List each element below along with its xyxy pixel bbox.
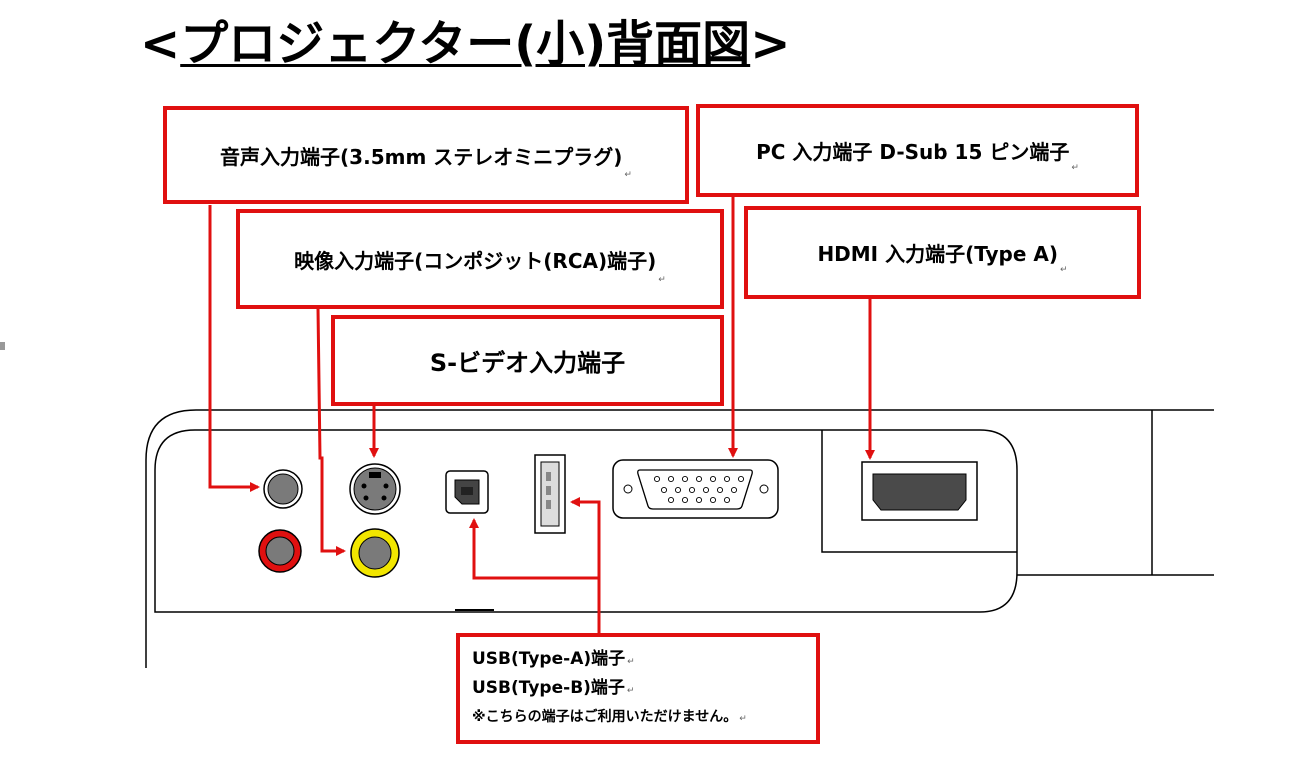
return-mark: ↵ — [624, 170, 632, 180]
rca-yellow-port — [350, 528, 400, 578]
usb-b-leader — [469, 518, 601, 636]
audio-input-label: 音声入力端子(3.5mm ステレオミニプラグ)↵ — [163, 106, 689, 204]
page-title: <プロジェクター(小)背面図> — [140, 8, 790, 80]
return-mark: ↵ — [626, 685, 635, 696]
return-mark: ↵ — [1071, 163, 1079, 173]
title-bracket-open: < — [140, 16, 181, 72]
return-mark: ↵ — [739, 713, 747, 724]
svideo-input-label-text: S-ビデオ入力端子 — [429, 349, 626, 377]
video-leader — [316, 307, 346, 556]
edge-mark — [0, 342, 5, 350]
video-input-label-text: 映像入力端子(コンポジット(RCA)端子) — [294, 248, 657, 273]
usb-type-b-label: USB(Type-B)端子 — [472, 677, 625, 698]
pc-input-label-text: PC 入力端子 D-Sub 15 ピン端子 — [756, 140, 1070, 164]
usb-type-a-line: USB(Type-A)端子↵ — [472, 646, 635, 675]
s-video-port — [349, 463, 401, 515]
svideo-input-label: S-ビデオ入力端子 — [331, 315, 724, 406]
d-sub-15-port — [612, 459, 779, 519]
hdmi-input-label: HDMI 入力端子(Type A)↵ — [744, 206, 1141, 299]
pc-input-label: PC 入力端子 D-Sub 15 ピン端子↵ — [696, 104, 1139, 197]
usb-type-b-port — [445, 470, 489, 514]
video-input-label: 映像入力端子(コンポジット(RCA)端子)↵ — [236, 209, 724, 309]
usb-type-b-line: USB(Type-B)端子↵ — [472, 675, 634, 704]
d-sub-pins — [653, 475, 745, 504]
outer-housing-line — [145, 409, 1214, 668]
hdmi-port — [861, 461, 978, 521]
title-bracket-close: > — [750, 16, 791, 72]
return-mark: ↵ — [627, 656, 635, 667]
audio-leader — [208, 205, 260, 492]
rca-red-port — [258, 529, 302, 573]
usb-label: USB(Type-A)端子↵ USB(Type-B)端子↵ ※こちらの端子はご利… — [456, 633, 820, 744]
usb-note: ※こちらの端子はご利用いただけません。 — [472, 708, 738, 725]
return-mark: ↵ — [1060, 265, 1068, 275]
title-text: プロジェクター(小)背面図 — [180, 16, 751, 72]
audio-jack-port — [263, 469, 303, 509]
usb-note-line: ※こちらの端子はご利用いただけません。↵ — [472, 704, 747, 732]
inner-panel — [154, 429, 1018, 613]
audio-input-label-text: 音声入力端子(3.5mm ステレオミニプラグ) — [220, 144, 623, 169]
usb-type-a-port — [534, 454, 566, 534]
usb-type-a-label: USB(Type-A)端子 — [472, 648, 626, 669]
hdmi-input-label-text: HDMI 入力端子(Type A) — [817, 242, 1058, 266]
projector-body — [145, 409, 1214, 668]
hdmi-section-divider — [821, 430, 1017, 553]
leader-lines — [208, 196, 875, 636]
return-mark: ↵ — [658, 275, 666, 285]
usb-a-leader — [570, 497, 601, 578]
